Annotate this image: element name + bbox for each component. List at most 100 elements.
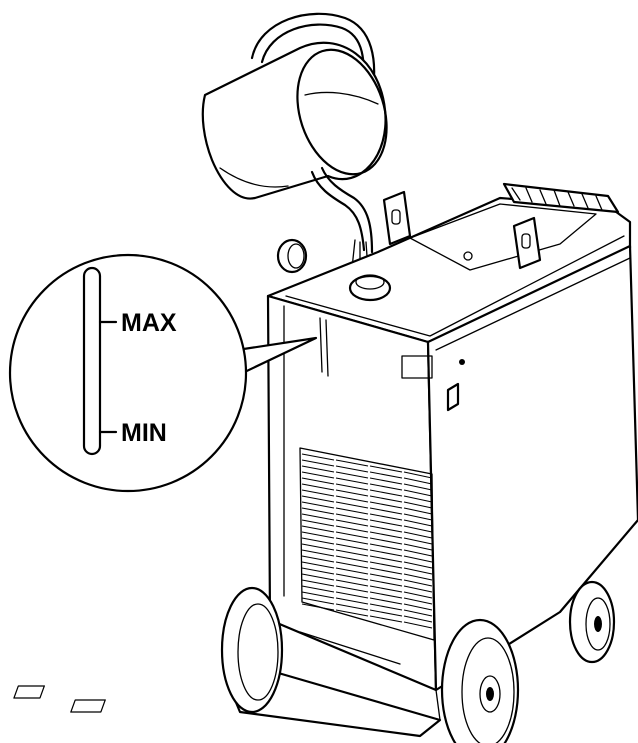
grille-slat (369, 615, 403, 623)
grille-slat (301, 513, 335, 521)
grille-slat (301, 525, 335, 533)
grille-slat (301, 585, 335, 593)
front-wheel-right (440, 618, 520, 743)
grille-slat (301, 501, 335, 509)
grille-slat (335, 501, 369, 509)
min-label: MIN (121, 419, 167, 447)
grille-slat (403, 603, 433, 611)
grille-slat (403, 489, 433, 497)
grille-slat (335, 489, 369, 497)
grille-slat (403, 585, 433, 593)
grille-slat (335, 585, 369, 593)
grille-slat (369, 549, 403, 557)
grille-slat (369, 597, 403, 605)
grille-slat (335, 579, 369, 587)
grille-slat (403, 495, 433, 503)
grille-slat (335, 603, 369, 611)
grille-slat (335, 531, 369, 539)
grille-slat (369, 585, 403, 593)
grille-slat (369, 579, 403, 587)
lifting-eye-right (512, 216, 542, 270)
grille-slat (335, 495, 369, 503)
grille-slat (369, 525, 403, 533)
grille-slat (369, 561, 403, 569)
grille-slat (369, 477, 403, 485)
coolant-filler-neck (348, 274, 392, 302)
grille-slat (301, 495, 335, 503)
grille-slat (301, 567, 335, 575)
lifting-eye-left (382, 190, 412, 246)
grille-slat (301, 573, 335, 581)
grille-slat (335, 465, 369, 473)
grille-slat (301, 459, 335, 467)
grille-slat (403, 597, 433, 605)
grille-slat (335, 543, 369, 551)
grille-slat (369, 609, 403, 617)
grille-slat (369, 465, 403, 473)
filler-cap (276, 238, 308, 274)
grille-slat (301, 477, 335, 485)
pour-hose (310, 166, 374, 273)
grille-slat (403, 579, 433, 587)
grille-slat (301, 465, 335, 473)
grille-slat (335, 597, 369, 605)
grille-slat (335, 471, 369, 479)
grille-slat (335, 537, 369, 545)
grille-slat (369, 567, 403, 575)
grille-slat (335, 591, 369, 599)
grille-slat (301, 519, 335, 527)
grille-slat (403, 483, 433, 491)
grille-slat (403, 525, 433, 533)
grille-slat (403, 519, 433, 527)
grille-slat (403, 609, 433, 617)
grille-slat (369, 507, 403, 515)
grille-slat (301, 483, 335, 491)
grille-slat (369, 519, 403, 527)
grille-slat (335, 561, 369, 569)
grille-slat (369, 501, 403, 509)
rear-wheel (568, 580, 616, 664)
grille-slat (301, 543, 335, 551)
grille-slat (369, 591, 403, 599)
grille-slat (301, 531, 335, 539)
grille-slat (369, 543, 403, 551)
grille-slat (301, 603, 335, 611)
grille-slat (403, 621, 433, 629)
grille-slat (403, 531, 433, 539)
grille-slat (335, 459, 369, 467)
grille-slat (403, 543, 433, 551)
lid-screw (463, 251, 473, 261)
grille-slat (403, 513, 433, 521)
grille-slat (335, 519, 369, 527)
grille-slat (301, 561, 335, 569)
grille-slat (335, 483, 369, 491)
grille-slat (369, 537, 403, 545)
grille-slat (403, 477, 433, 485)
front-ventilation-grille (299, 447, 435, 641)
top-handle (502, 182, 620, 214)
grille-slat (369, 483, 403, 491)
grille-slat (335, 567, 369, 575)
level-gauge-callout: MAX MIN (8, 253, 318, 493)
grille-slat (301, 507, 335, 515)
grille-slat (403, 501, 433, 509)
grille-slat (403, 507, 433, 515)
grille-slat (301, 555, 335, 563)
front-wheel-left (220, 586, 284, 714)
grille-slat (403, 561, 433, 569)
grille-slat (403, 555, 433, 563)
grille-slat (301, 549, 335, 557)
grille-slat (403, 573, 433, 581)
grille-slat (403, 591, 433, 599)
grille-slat (335, 555, 369, 563)
grille-slat (403, 549, 433, 557)
grille-slat (369, 489, 403, 497)
grille-slat (335, 525, 369, 533)
grille-slat (369, 555, 403, 563)
grille-slat (335, 477, 369, 485)
grille-slat (369, 471, 403, 479)
grille-slat (369, 603, 403, 611)
grille-slat (335, 513, 369, 521)
